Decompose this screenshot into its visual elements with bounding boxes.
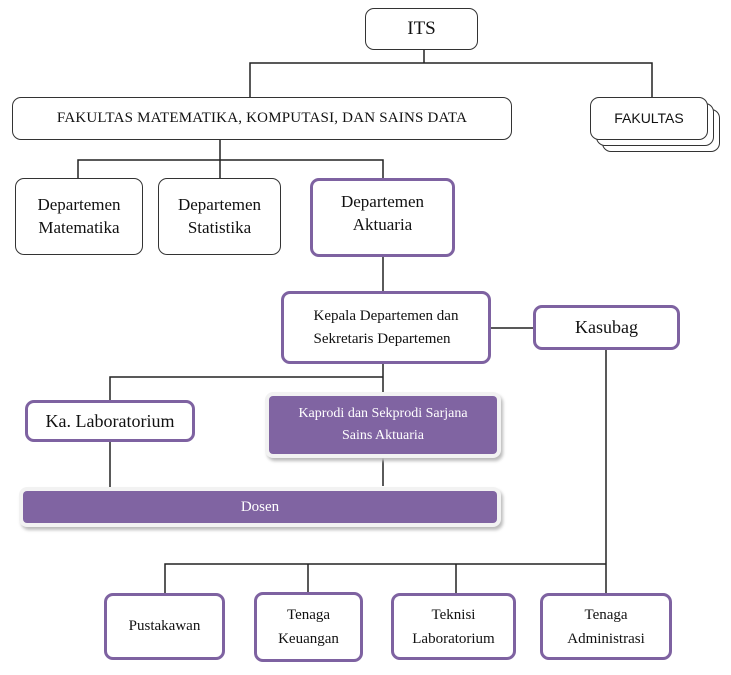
label-line: Teknisi (431, 606, 476, 623)
node-dosen-label: Dosen (240, 498, 280, 515)
label-line: Matematika (38, 217, 120, 237)
label-line: Administrasi (567, 630, 645, 647)
node-ka-lab-label: Ka. Laboratorium (45, 410, 175, 431)
label-line: Departemen (37, 194, 121, 214)
node-kasubag: Kasubag (533, 305, 680, 350)
node-dosen: Dosen (23, 491, 497, 523)
node-fmksd: FAKULTAS MATEMATIKA, KOMPUTASI, DAN SAIN… (12, 97, 512, 140)
node-pustakawan-label: Pustakawan (128, 618, 201, 635)
connector-its (249, 50, 653, 97)
node-fmksd-label: FAKULTAS MATEMATIKA, KOMPUTASI, DAN SAIN… (56, 110, 468, 127)
label-line: Laboratorium (412, 630, 495, 647)
label-line: Kepala Departemen dan (313, 308, 459, 324)
connector-kepala (109, 364, 384, 400)
node-fakultas-label: FAKULTAS (614, 110, 684, 127)
label-line: Aktuaria (352, 214, 413, 234)
label-line: Tenaga (584, 606, 628, 623)
connector-fmksd (77, 140, 384, 178)
label-line: Departemen (177, 194, 262, 214)
node-kasubag-label: Kasubag (575, 317, 638, 338)
node-pustakawan: Pustakawan (104, 593, 225, 660)
label-line: Statistika (187, 217, 252, 237)
node-fakultas: FAKULTAS (590, 97, 708, 140)
label-line: Tenaga (286, 607, 331, 623)
node-its: ITS (365, 8, 478, 50)
label-line: Sains Aktuaria (341, 428, 425, 443)
label-line: Departemen (340, 192, 425, 211)
node-ka-laboratorium: Ka. Laboratorium (25, 400, 195, 442)
node-its-label: ITS (407, 18, 436, 40)
label-line: Kaprodi dan Sekprodi Sarjana (298, 406, 468, 422)
connector-staff (164, 350, 607, 593)
label-line: Keuangan (278, 631, 339, 647)
label-line: Sekretaris Departemen (313, 330, 451, 347)
